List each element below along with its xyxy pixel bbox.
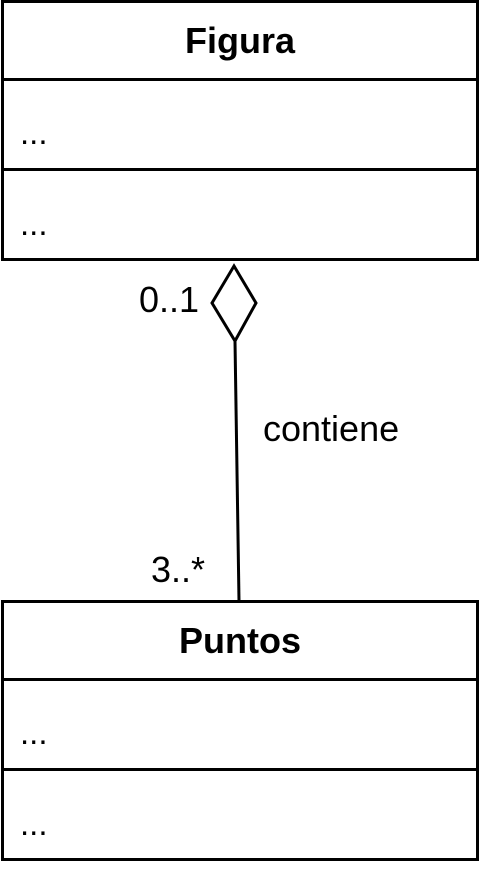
- multiplicity-source: 0..1: [139, 279, 200, 320]
- class-methods-puntos: ...: [4, 771, 476, 861]
- association-line[interactable]: [233, 340, 241, 602]
- methods-placeholder-puntos: ...: [20, 805, 48, 842]
- class-puntos[interactable]: Puntos ... ...: [1, 600, 479, 861]
- attributes-placeholder-figura: ...: [20, 113, 48, 151]
- class-methods-figura: ...: [4, 171, 476, 261]
- attributes-placeholder-puntos: ...: [20, 713, 48, 751]
- multiplicity-target: 3..*: [151, 549, 206, 590]
- class-figura[interactable]: Figura ... ...: [1, 0, 479, 261]
- aggregation-diamond-icon: [210, 263, 258, 344]
- class-name-puntos: Puntos: [4, 603, 476, 681]
- class-attributes-figura: ...: [4, 81, 476, 171]
- class-attributes-puntos: ...: [4, 681, 476, 771]
- methods-placeholder-figura: ...: [20, 205, 48, 242]
- class-name-figura: Figura: [4, 3, 476, 81]
- association-label: contiene: [263, 408, 400, 449]
